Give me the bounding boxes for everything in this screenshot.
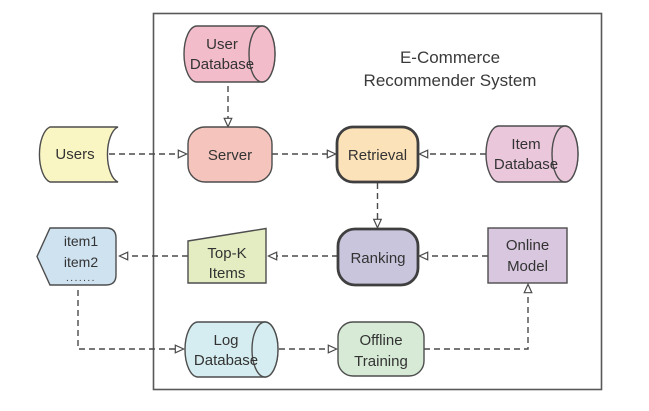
retrieval-shape (335, 125, 420, 184)
node-item-database: Item Database (485, 125, 579, 183)
log-database-cap (251, 321, 279, 378)
node-log-database: Log Database (184, 321, 279, 378)
log-database-label-line2: Database (194, 352, 258, 369)
user-database-label-line1: User (206, 36, 238, 53)
log-database-label-line1: Log (213, 332, 238, 349)
retrieval-label: Retrieval (348, 147, 407, 164)
diagram-title-line1: E-Commerce (400, 48, 500, 67)
item-list-shape (36, 227, 117, 286)
offline-training-label-line2: Training (354, 353, 408, 370)
item-database-label-line1: Item (511, 136, 540, 153)
item-list-label-line2: item2 (64, 254, 98, 270)
ranking-shape (336, 227, 420, 287)
edge-offline-to-onlinemodel (424, 293, 528, 350)
top-k-items-label-line1: Top-K (207, 245, 246, 262)
online-model-shape (487, 227, 568, 284)
user-database-label-line2: Database (190, 56, 254, 73)
node-top-k-items: Top-K Items (187, 227, 267, 284)
edges-layer (77, 86, 528, 350)
node-user-database: User Database (183, 25, 276, 83)
item-database-cap (551, 125, 579, 183)
top-k-items-shape (187, 227, 267, 284)
ranking-label: Ranking (350, 250, 405, 267)
server-label: Server (208, 147, 252, 164)
users-label: Users (55, 146, 94, 163)
online-model-label-line2: Model (507, 258, 548, 275)
item-database-label-line2: Database (494, 156, 558, 173)
node-offline-training: Offline Training (337, 321, 425, 377)
user-database-cap (248, 25, 276, 83)
server-shape (187, 126, 273, 183)
diagram-title-line2: Recommender System (364, 71, 537, 90)
node-retrieval: Retrieval (335, 125, 420, 184)
node-users: Users (38, 126, 119, 183)
top-k-items-label-line2: Items (209, 265, 246, 282)
online-model-label-line1: Online (506, 237, 549, 254)
item-list-label-dots: ....... (66, 273, 96, 284)
offline-training-label-line1: Offline (359, 332, 402, 349)
offline-training-shape (337, 321, 425, 377)
node-online-model: Online Model (487, 227, 568, 284)
node-ranking: Ranking (336, 227, 420, 287)
users-shape (38, 126, 119, 183)
node-server: Server (187, 126, 273, 183)
edge-itemlist-to-logdb (77, 290, 175, 349)
item-list-label-line1: item1 (64, 233, 98, 249)
node-item-list: item1 item2 ....... (36, 227, 117, 286)
system-boundary-box (152, 12, 603, 391)
